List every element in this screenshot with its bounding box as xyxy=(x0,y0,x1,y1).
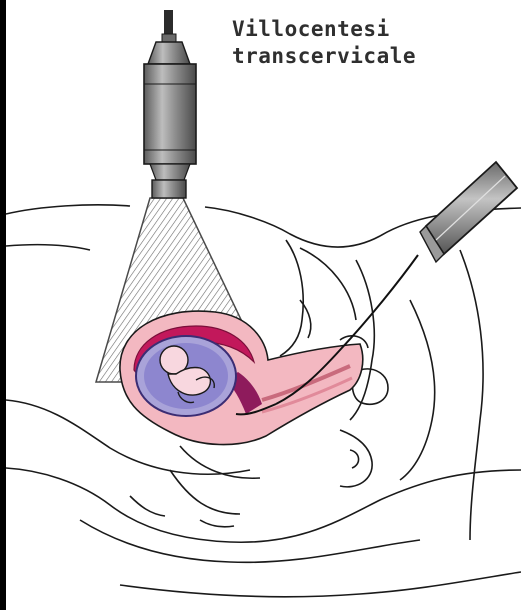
ultrasound-probe-icon xyxy=(144,10,196,198)
catheter-syringe-icon xyxy=(420,162,517,262)
